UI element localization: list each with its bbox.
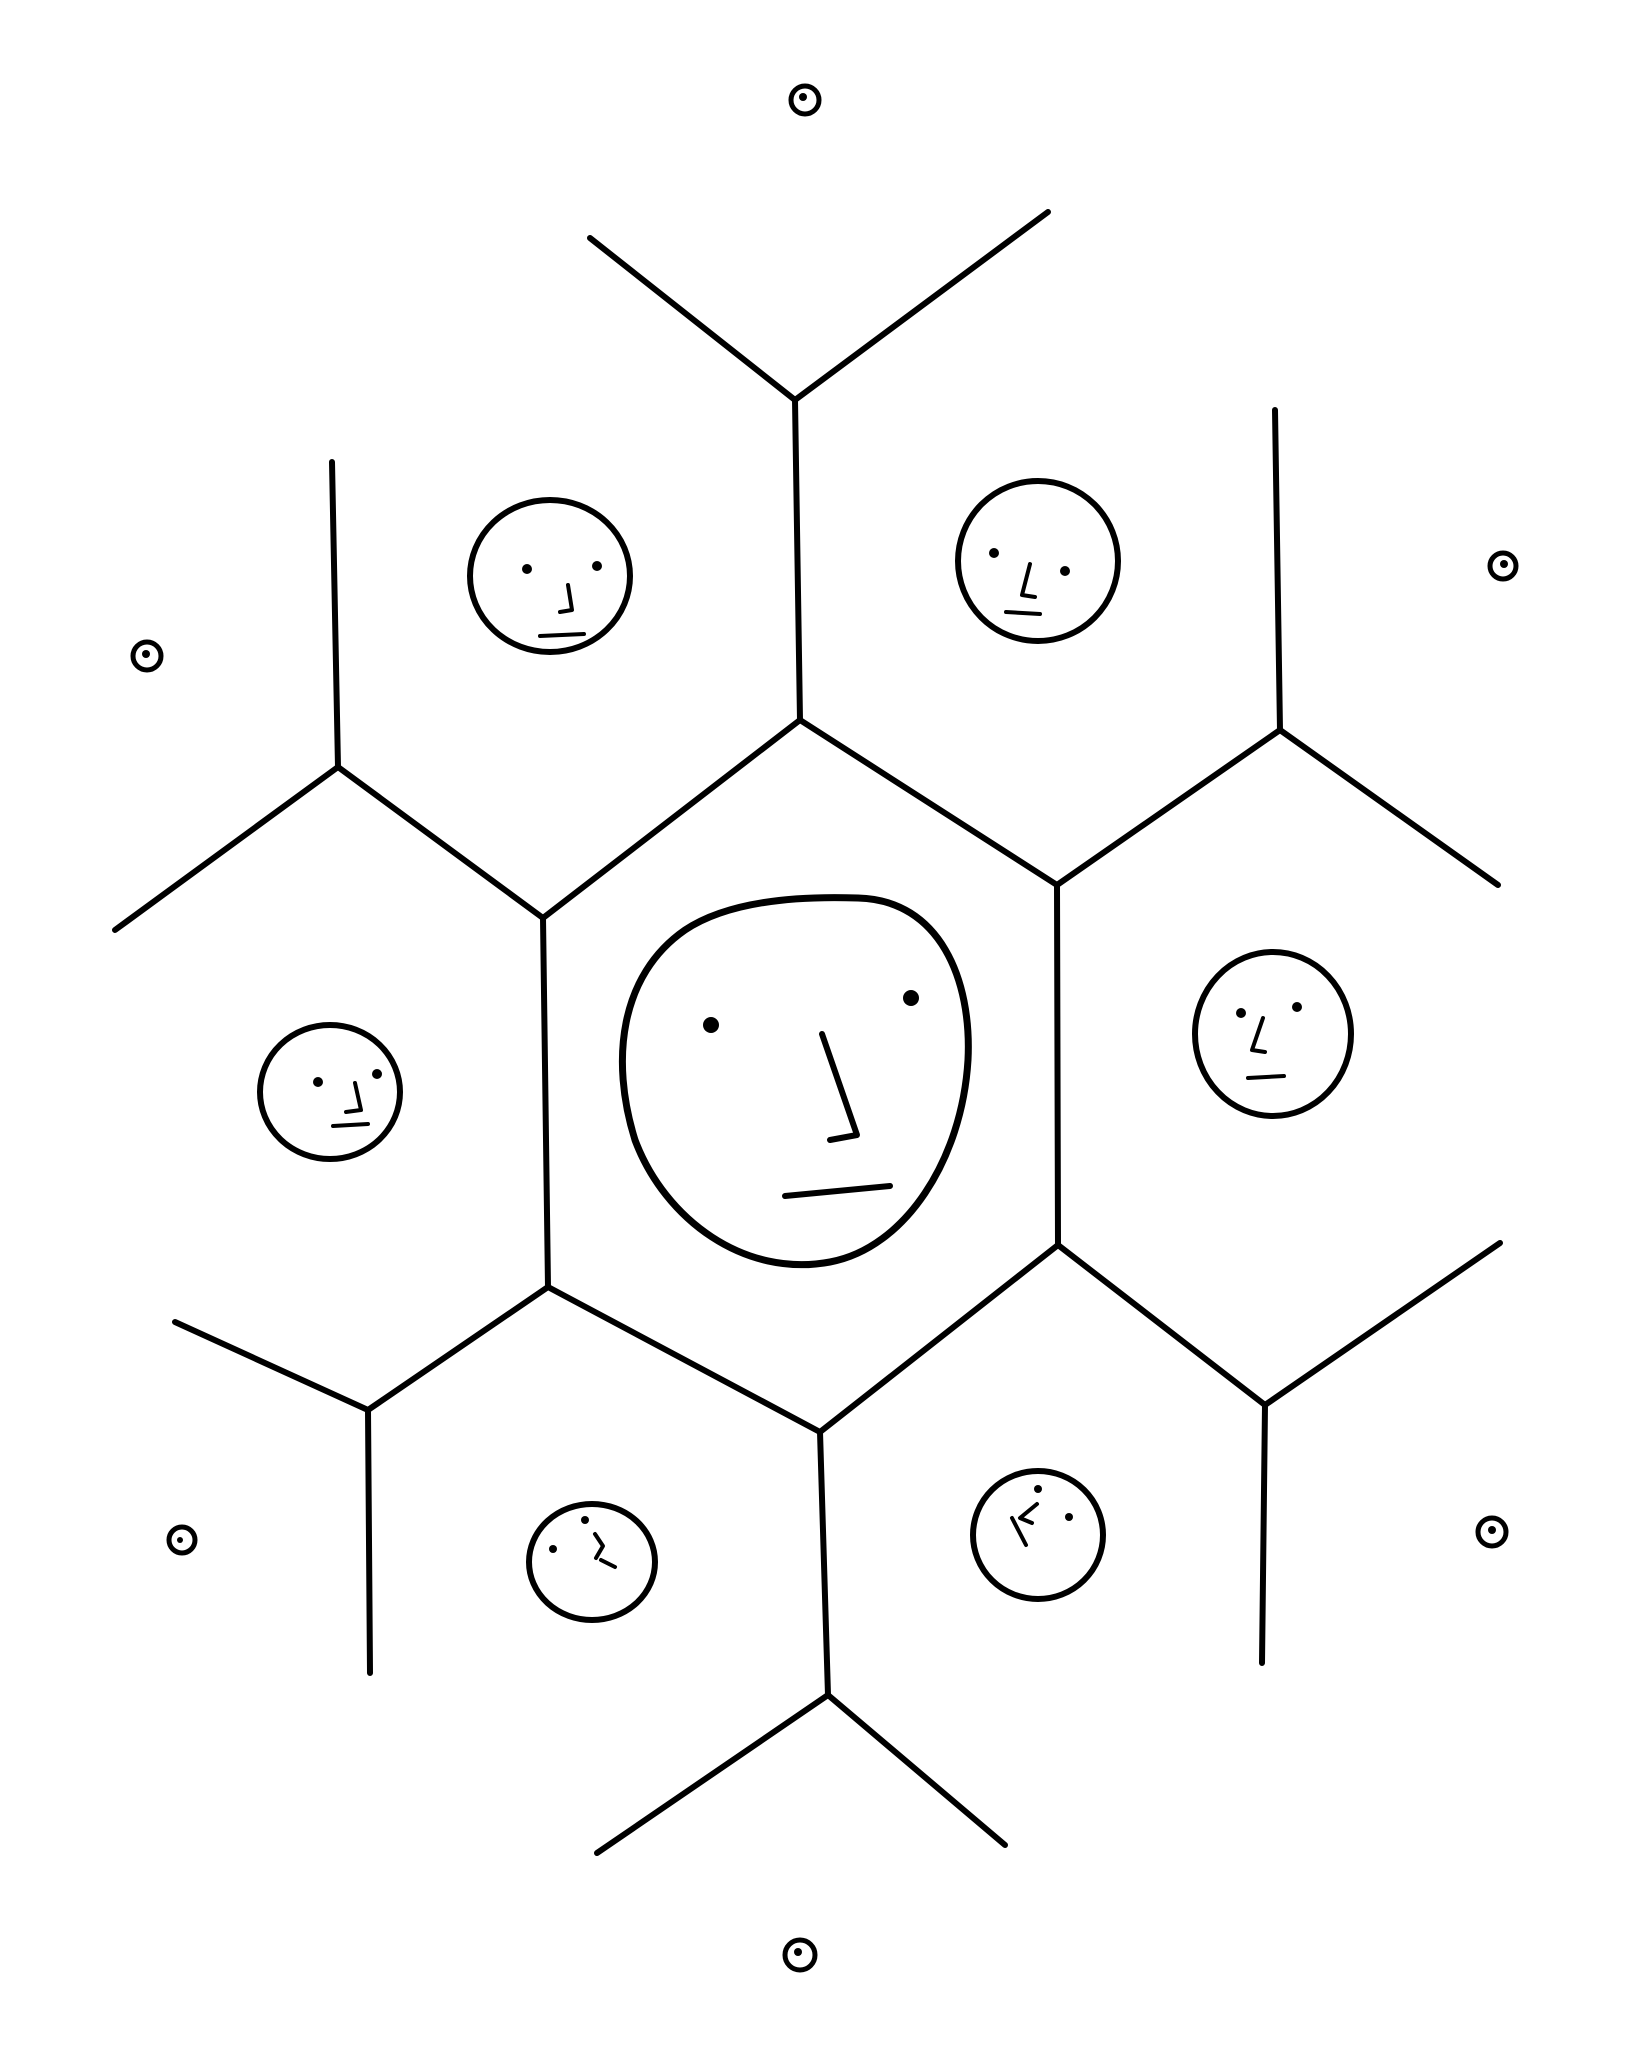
bottom-left-face-right-eye	[581, 1516, 589, 1524]
middle-left-face-mouth	[331, 1122, 370, 1128]
middle-left-face-left-eye	[313, 1077, 323, 1087]
center-face-right-eye	[903, 990, 919, 1006]
top-stem	[792, 397, 803, 723]
top-right-face-mouth	[1004, 610, 1042, 616]
middle-left-face-nose	[344, 1081, 363, 1114]
bottom-left-arm	[594, 1692, 831, 1856]
top-right-face-nose	[1020, 562, 1037, 599]
middle-right-face-outline	[1192, 949, 1354, 1119]
upper-right-link	[1054, 727, 1283, 888]
center-face-left-eye	[703, 1017, 719, 1033]
speck-upper-left	[130, 639, 164, 673]
bottom-left-face-left-eye	[549, 1545, 557, 1553]
upper-left-link	[335, 764, 546, 921]
top-right-arm	[792, 209, 1051, 403]
lower-left-stem	[365, 1407, 373, 1676]
top-left-face-nose	[558, 583, 574, 614]
middle-right-face-left-eye	[1236, 1008, 1246, 1018]
top-left-face-right-eye	[592, 561, 602, 571]
bottom-right-face-outline	[970, 1468, 1106, 1602]
middle-left-face-outline	[257, 1022, 403, 1162]
top-right-face	[955, 478, 1121, 644]
top-left-face-outline	[467, 497, 633, 655]
bottom-right-face-right-eye	[1065, 1513, 1073, 1521]
middle-right-face-mouth	[1246, 1074, 1286, 1080]
hex-grid	[112, 209, 1503, 1856]
speck-lower-right	[1475, 1515, 1509, 1549]
lower-left-link	[365, 1284, 551, 1413]
center-face-outline	[618, 894, 972, 1269]
speck-top	[788, 83, 822, 117]
upper-right-arm	[1277, 727, 1501, 888]
top-right-face-outline	[955, 478, 1121, 644]
lower-right-stem	[1259, 1402, 1268, 1666]
bottom-left-face	[526, 1501, 658, 1623]
top-right-face-left-eye	[989, 548, 999, 558]
upper-left-arm	[112, 764, 341, 933]
bottom-right-face-nose	[1018, 1502, 1039, 1525]
bottom-left-face-mouth	[599, 1558, 617, 1569]
speck-bottom	[782, 1937, 818, 1973]
center-face-nose	[819, 1031, 860, 1143]
specks	[130, 83, 1519, 1973]
top-right-face-right-eye	[1060, 566, 1070, 576]
center-face	[618, 894, 972, 1269]
center-face-mouth	[782, 1183, 893, 1199]
upper-left-stem	[329, 459, 341, 770]
top-left-face	[467, 497, 633, 655]
bottom-right-arm	[825, 1692, 1008, 1848]
top-left-arm	[587, 235, 798, 403]
lower-right-link	[1055, 1242, 1268, 1408]
bottom-stem	[817, 1429, 831, 1698]
middle-left-face	[257, 1022, 403, 1162]
top-left-face-left-eye	[522, 564, 532, 574]
bottom-right-face-mouth	[1010, 1516, 1028, 1547]
top-left-face-mouth	[538, 632, 586, 638]
middle-right-face	[1192, 949, 1354, 1119]
lower-left-arm	[172, 1319, 371, 1413]
middle-right-face-nose	[1250, 1016, 1267, 1054]
speck-upper-right	[1487, 550, 1519, 582]
middle-left-face-right-eye	[372, 1069, 382, 1079]
upper-right-stem	[1272, 407, 1283, 733]
speck-lower-left	[166, 1524, 198, 1556]
lower-right-arm	[1262, 1240, 1503, 1408]
bottom-right-face	[970, 1468, 1106, 1602]
bottom-left-face-outline	[526, 1501, 658, 1623]
bottom-right-face-left-eye	[1034, 1485, 1042, 1493]
middle-right-face-right-eye	[1292, 1002, 1302, 1012]
bottom-left-face-nose	[593, 1532, 605, 1560]
